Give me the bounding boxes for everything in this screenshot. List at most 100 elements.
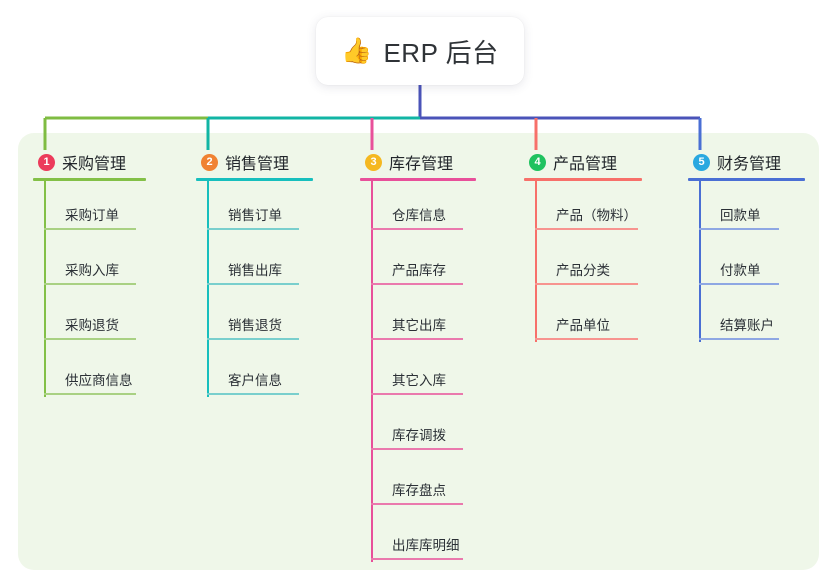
leaf-underline [207,338,299,340]
branch-number-badge: 4 [529,153,546,171]
leaf-underline [207,283,299,285]
branch-leaf-list: 产品（物料） 产品分类产品单位 [524,181,642,346]
branch-header-1[interactable]: 1 采购管理 [33,150,146,174]
branch-leaf-list: 销售订单销售出库销售退货客户信息 [196,181,313,401]
thumbs-up-icon: 👍 [341,36,373,65]
branch-underline [196,178,313,181]
branch-spine [699,181,701,342]
branch-underline [360,178,476,181]
branch-header-2[interactable]: 2 销售管理 [196,150,313,174]
leaf-label: 回款单 [720,208,761,223]
leaf-label: 其它出库 [392,318,446,333]
leaf-node[interactable]: 其它入库 [360,346,476,401]
branch-leaf-list: 采购订单采购入库采购退货供应商信息 [33,181,146,401]
leaf-underline [371,338,463,340]
leaf-node[interactable]: 出库库明细 [360,511,476,566]
leaf-node[interactable]: 产品单位 [524,291,642,346]
leaf-label: 销售出库 [228,263,282,278]
branch-spine [371,181,373,562]
leaf-label: 采购退货 [65,318,119,333]
branch-header-3[interactable]: 3 库存管理 [360,150,476,174]
leaf-underline [371,448,463,450]
leaf-node[interactable]: 回款单 [688,181,805,236]
leaf-node[interactable]: 产品库存 [360,236,476,291]
leaf-underline [207,393,299,395]
branch-number-badge: 5 [693,153,710,171]
leaf-label: 产品分类 [556,263,610,278]
branch-header-5[interactable]: 5 财务管理 [688,150,805,174]
branch-header-4[interactable]: 4 产品管理 [524,150,642,174]
leaf-node[interactable]: 仓库信息 [360,181,476,236]
leaf-label: 库存盘点 [392,483,446,498]
leaf-underline [44,393,136,395]
leaf-label: 销售订单 [228,208,282,223]
branch-spine [207,181,209,397]
leaf-underline [371,393,463,395]
leaf-node[interactable]: 销售出库 [196,236,313,291]
leaf-label: 付款单 [720,263,761,278]
branch-title: 库存管理 [389,156,454,173]
leaf-underline [371,228,463,230]
leaf-node[interactable]: 付款单 [688,236,805,291]
leaf-label: 供应商信息 [65,373,133,388]
leaf-node[interactable]: 销售退货 [196,291,313,346]
root-title: ERP 后台 [383,37,499,68]
branch-title: 产品管理 [553,156,618,173]
leaf-label: 其它入库 [392,373,446,388]
branch-number-badge: 3 [365,153,382,171]
leaf-node[interactable]: 采购退货 [33,291,146,346]
leaf-node[interactable]: 产品分类 [524,236,642,291]
leaf-node[interactable]: 采购订单 [33,181,146,236]
leaf-label: 客户信息 [228,373,282,388]
leaf-node[interactable]: 库存盘点 [360,456,476,511]
leaf-underline [535,228,638,230]
leaf-underline [699,338,779,340]
leaf-underline [371,558,463,560]
branch-number-badge: 2 [201,153,218,171]
leaf-underline [535,338,638,340]
leaf-node[interactable]: 其它出库 [360,291,476,346]
branch-spine [44,181,46,397]
branch-column-5: 5 财务管理回款单付款单结算账户 [688,150,805,346]
root-node[interactable]: 👍 ERP 后台 [316,17,524,85]
branch-underline [33,178,146,181]
branches-panel [18,133,819,570]
leaf-underline [44,228,136,230]
branch-title: 采购管理 [62,156,127,173]
leaf-node[interactable]: 结算账户 [688,291,805,346]
leaf-underline [699,228,779,230]
leaf-underline [44,283,136,285]
branch-leaf-list: 回款单付款单结算账户 [688,181,805,346]
leaf-label: 结算账户 [720,318,774,333]
leaf-label: 产品（物料） [556,208,637,223]
leaf-underline [371,503,463,505]
branch-title: 销售管理 [225,156,290,173]
branch-column-1: 1 采购管理采购订单采购入库采购退货供应商信息 [33,150,146,401]
leaf-node[interactable]: 销售订单 [196,181,313,236]
leaf-node[interactable]: 客户信息 [196,346,313,401]
branch-underline [524,178,642,181]
branch-number-badge: 1 [38,153,55,171]
leaf-node[interactable]: 供应商信息 [33,346,146,401]
leaf-underline [371,283,463,285]
leaf-node[interactable]: 产品（物料） [524,181,642,236]
branch-leaf-list: 仓库信息产品库存其它出库其它入库库存调拨库存盘点出库库明细 [360,181,476,566]
leaf-label: 出库库明细 [392,538,460,553]
branch-column-4: 4 产品管理产品（物料） 产品分类产品单位 [524,150,642,346]
leaf-underline [535,283,638,285]
leaf-label: 销售退货 [228,318,282,333]
leaf-node[interactable]: 库存调拨 [360,401,476,456]
leaf-label: 采购入库 [65,263,119,278]
branch-title: 财务管理 [717,156,782,173]
branch-column-2: 2 销售管理销售订单销售出库销售退货客户信息 [196,150,313,401]
leaf-underline [207,228,299,230]
leaf-node[interactable]: 采购入库 [33,236,146,291]
branch-underline [688,178,805,181]
leaf-underline [44,338,136,340]
leaf-label: 采购订单 [65,208,119,223]
branch-column-3: 3 库存管理仓库信息产品库存其它出库其它入库库存调拨库存盘点出库库明细 [360,150,476,566]
leaf-label: 库存调拨 [392,428,446,443]
leaf-label: 仓库信息 [392,208,446,223]
branch-spine [535,181,537,342]
